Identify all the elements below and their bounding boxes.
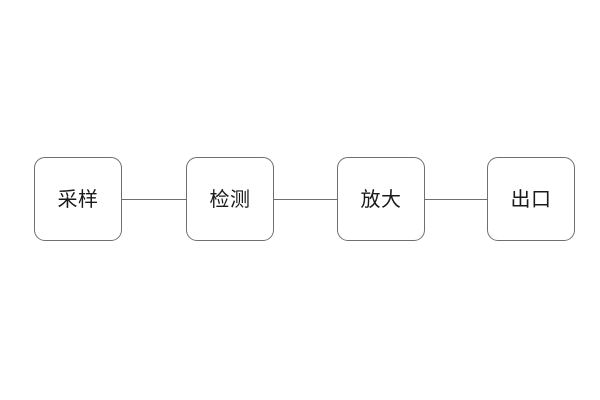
connector-amplification-to-outlet — [425, 198, 487, 200]
node-outlet[interactable]: 出口 — [487, 157, 575, 241]
node-detection[interactable]: 检测 — [186, 157, 274, 241]
node-label-outlet: 出口 — [510, 187, 552, 211]
node-label-sampling: 采样 — [57, 187, 99, 211]
node-amplification[interactable]: 放大 — [337, 157, 425, 241]
node-label-amplification: 放大 — [360, 187, 402, 211]
node-sampling[interactable]: 采样 — [34, 157, 122, 241]
node-label-detection: 检测 — [209, 187, 251, 211]
connector-sampling-to-detection — [122, 198, 186, 200]
connector-detection-to-amplification — [274, 198, 337, 200]
